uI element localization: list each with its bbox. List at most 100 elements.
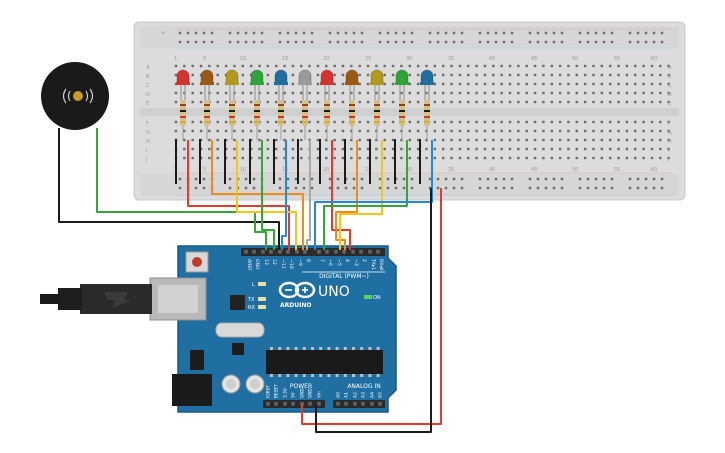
- breadboard-hole[interactable]: [550, 91, 553, 95]
- rail-hole[interactable]: [486, 40, 490, 44]
- breadboard-hole[interactable]: [291, 82, 295, 86]
- rail-hole[interactable]: [536, 40, 540, 44]
- breadboard-hole[interactable]: [266, 73, 270, 77]
- rail-hole[interactable]: [336, 31, 340, 35]
- breadboard-hole[interactable]: [341, 100, 345, 104]
- breadboard-hole[interactable]: [416, 82, 420, 86]
- rail-hole[interactable]: [494, 40, 498, 44]
- rail-hole[interactable]: [410, 186, 414, 190]
- rail-hole[interactable]: [586, 31, 590, 35]
- breadboard-hole[interactable]: [609, 64, 612, 68]
- breadboard-hole[interactable]: [266, 129, 270, 133]
- breadboard-hole[interactable]: [600, 129, 604, 133]
- rail-hole[interactable]: [386, 177, 390, 181]
- breadboard-hole[interactable]: [333, 156, 336, 160]
- breadboard-hole[interactable]: [542, 120, 545, 124]
- reset-button-cap[interactable]: [192, 257, 202, 267]
- breadboard-hole[interactable]: [366, 73, 370, 77]
- rail-hole[interactable]: [252, 40, 256, 44]
- breadboard-hole[interactable]: [408, 147, 411, 151]
- breadboard-hole[interactable]: [542, 129, 545, 133]
- breadboard-hole[interactable]: [391, 91, 395, 95]
- rail-hole[interactable]: [194, 177, 198, 181]
- power-pin[interactable]: [291, 402, 295, 406]
- led-10-wire[interactable]: [323, 170, 408, 250]
- breadboard-hole[interactable]: [525, 82, 528, 86]
- rail-hole[interactable]: [628, 177, 632, 181]
- breadboard-hole[interactable]: [366, 82, 370, 86]
- power-pin[interactable]: [283, 402, 287, 406]
- breadboard-hole[interactable]: [525, 147, 528, 151]
- breadboard-hole[interactable]: [492, 73, 495, 77]
- piezo-ground-wire[interactable]: [58, 138, 280, 250]
- breadboard-hole[interactable]: [183, 91, 186, 95]
- rail-hole[interactable]: [544, 177, 548, 181]
- breadboard-hole[interactable]: [199, 64, 203, 68]
- breadboard-hole[interactable]: [241, 82, 244, 86]
- breadboard-hole[interactable]: [592, 82, 595, 86]
- led[interactable]: [225, 69, 239, 85]
- breadboard-hole[interactable]: [500, 129, 503, 133]
- rail-hole[interactable]: [194, 40, 198, 44]
- rail-hole[interactable]: [460, 31, 464, 35]
- rail-hole[interactable]: [578, 186, 582, 190]
- breadboard-hole[interactable]: [508, 64, 512, 68]
- breadboard-hole[interactable]: [416, 120, 420, 124]
- power-pin[interactable]: [300, 402, 304, 406]
- rail-hole[interactable]: [510, 186, 514, 190]
- breadboard-hole[interactable]: [642, 82, 645, 86]
- breadboard-hole[interactable]: [350, 129, 353, 133]
- led-resistor-array[interactable]: [175, 69, 434, 184]
- breadboard-hole[interactable]: [191, 91, 194, 95]
- rail-hole[interactable]: [294, 186, 298, 190]
- breadboard-hole[interactable]: [391, 129, 395, 133]
- breadboard-hole[interactable]: [467, 138, 470, 142]
- led-1-wire[interactable]: [187, 170, 290, 250]
- breadboard-hole[interactable]: [391, 147, 395, 151]
- rail-hole[interactable]: [328, 40, 332, 44]
- breadboard-hole[interactable]: [550, 147, 553, 151]
- rail-hole[interactable]: [494, 177, 498, 181]
- breadboard-hole[interactable]: [550, 100, 553, 104]
- breadboard-hole[interactable]: [517, 138, 520, 142]
- breadboard-hole[interactable]: [241, 73, 244, 77]
- breadboard-hole[interactable]: [249, 147, 253, 151]
- breadboard-hole[interactable]: [542, 100, 545, 104]
- breadboard-hole[interactable]: [567, 120, 570, 124]
- breadboard-hole[interactable]: [475, 64, 478, 68]
- breadboard-hole[interactable]: [183, 129, 186, 133]
- breadboard-hole[interactable]: [408, 156, 411, 160]
- breadboard-hole[interactable]: [316, 129, 320, 133]
- rail-hole[interactable]: [360, 31, 364, 35]
- breadboard-hole[interactable]: [224, 156, 228, 160]
- resistor[interactable]: [349, 100, 355, 126]
- rail-hole[interactable]: [402, 177, 406, 181]
- rail-hole[interactable]: [302, 177, 306, 181]
- breadboard-hole[interactable]: [400, 147, 403, 151]
- breadboard-hole[interactable]: [183, 138, 186, 142]
- rail-hole[interactable]: [194, 186, 198, 190]
- breadboard-hole[interactable]: [383, 100, 386, 104]
- breadboard-hole[interactable]: [249, 156, 253, 160]
- rail-hole[interactable]: [402, 31, 406, 35]
- rail-hole[interactable]: [210, 40, 214, 44]
- breadboard-hole[interactable]: [400, 156, 403, 160]
- breadboard-hole[interactable]: [433, 64, 437, 68]
- breadboard-hole[interactable]: [358, 147, 361, 151]
- rail-hole[interactable]: [528, 31, 532, 35]
- breadboard-hole[interactable]: [233, 129, 236, 133]
- breadboard-hole[interactable]: [617, 156, 620, 160]
- breadboard-hole[interactable]: [391, 120, 395, 124]
- rail-hole[interactable]: [586, 186, 590, 190]
- breadboard-hole[interactable]: [550, 138, 553, 142]
- breadboard-hole[interactable]: [283, 156, 286, 160]
- breadboard-hole[interactable]: [366, 64, 370, 68]
- breadboard-hole[interactable]: [525, 64, 528, 68]
- breadboard-hole[interactable]: [442, 73, 445, 77]
- rail-hole[interactable]: [536, 177, 540, 181]
- rail-hole[interactable]: [386, 40, 390, 44]
- breadboard-hole[interactable]: [224, 147, 228, 151]
- rail-hole[interactable]: [278, 40, 282, 44]
- power-pin[interactable]: [274, 402, 278, 406]
- breadboard-hole[interactable]: [275, 129, 278, 133]
